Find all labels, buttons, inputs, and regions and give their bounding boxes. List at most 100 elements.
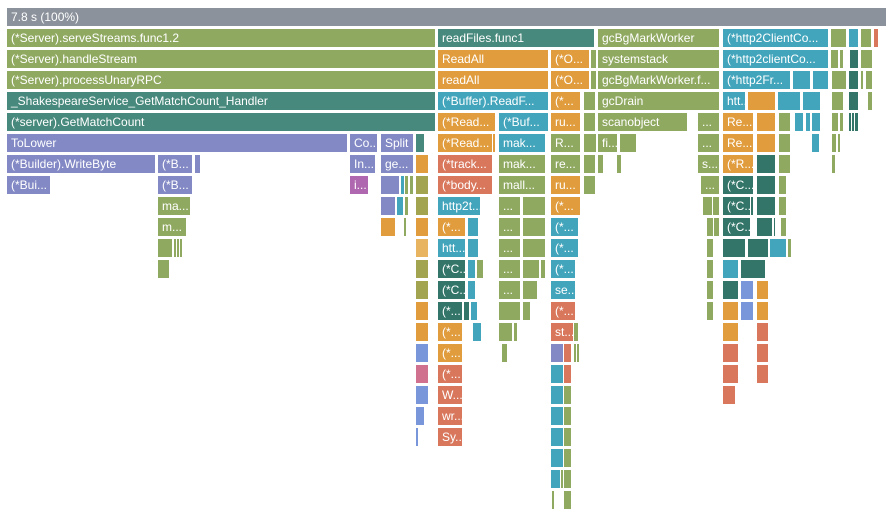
flame-bar[interactable] bbox=[757, 365, 768, 383]
flame-bar[interactable] bbox=[861, 50, 872, 68]
flame-bar[interactable] bbox=[499, 302, 520, 320]
flame-bar[interactable] bbox=[861, 29, 871, 47]
flame-bar[interactable] bbox=[464, 302, 469, 320]
flame-bar[interactable]: R... bbox=[551, 134, 580, 152]
flame-bar[interactable]: http2t... bbox=[438, 197, 480, 215]
flame-bar[interactable]: htt... bbox=[438, 239, 465, 257]
flame-bar[interactable] bbox=[564, 491, 571, 509]
flame-bar[interactable] bbox=[723, 344, 738, 362]
flame-bar[interactable] bbox=[812, 113, 820, 131]
flame-bar[interactable] bbox=[831, 50, 838, 68]
flame-bar[interactable] bbox=[180, 239, 182, 257]
flame-bar[interactable] bbox=[158, 260, 169, 278]
flame-bar[interactable]: W... bbox=[438, 386, 462, 404]
flame-bar[interactable]: wr... bbox=[438, 407, 462, 425]
flame-bar[interactable] bbox=[832, 155, 835, 173]
flame-bar[interactable]: (*... bbox=[551, 197, 580, 215]
flame-bar[interactable] bbox=[852, 113, 854, 131]
flame-bar[interactable] bbox=[577, 344, 579, 362]
flame-bar[interactable] bbox=[416, 428, 418, 446]
flame-bar[interactable]: (*track... bbox=[438, 155, 492, 173]
flame-bar[interactable] bbox=[564, 386, 571, 404]
flame-bar[interactable] bbox=[838, 134, 840, 152]
flame-bar[interactable] bbox=[468, 239, 478, 257]
flame-bar[interactable] bbox=[551, 449, 563, 467]
flame-bar[interactable]: (*B... bbox=[158, 155, 192, 173]
flame-bar[interactable] bbox=[405, 176, 408, 194]
flame-bar[interactable]: s... bbox=[698, 155, 719, 173]
flame-bar[interactable] bbox=[849, 29, 858, 47]
flame-bar[interactable] bbox=[788, 239, 791, 257]
flame-bar[interactable]: i... bbox=[350, 176, 368, 194]
flamegraph-root-bar[interactable]: 7.8 s (100%) bbox=[7, 8, 886, 26]
flame-bar[interactable]: ... bbox=[499, 218, 520, 236]
flame-bar[interactable] bbox=[523, 239, 545, 257]
flame-bar[interactable] bbox=[551, 344, 563, 362]
flame-bar[interactable] bbox=[416, 218, 428, 236]
flame-bar[interactable]: In... bbox=[350, 155, 375, 173]
flame-bar[interactable]: (*... bbox=[551, 302, 575, 320]
flame-bar[interactable] bbox=[779, 134, 790, 152]
flame-bar[interactable] bbox=[707, 302, 713, 320]
flame-bar[interactable]: (*C... bbox=[723, 197, 750, 215]
flame-bar[interactable] bbox=[514, 323, 517, 341]
flame-bar[interactable] bbox=[868, 92, 872, 110]
flame-bar[interactable] bbox=[779, 155, 790, 173]
flame-bar[interactable]: htt... bbox=[723, 92, 745, 110]
flame-bar[interactable]: re... bbox=[551, 155, 580, 173]
flame-bar[interactable] bbox=[381, 197, 395, 215]
flame-bar[interactable] bbox=[473, 323, 481, 341]
flame-bar[interactable]: ma... bbox=[158, 197, 190, 215]
flame-bar[interactable]: (*http2ClientCo... bbox=[723, 29, 828, 47]
flame-bar[interactable] bbox=[502, 344, 507, 362]
flame-bar[interactable] bbox=[416, 281, 428, 299]
flame-bar[interactable]: gcDrain bbox=[598, 92, 719, 110]
flame-bar[interactable] bbox=[551, 407, 563, 425]
flame-bar[interactable]: readAll bbox=[438, 71, 548, 89]
flame-bar[interactable] bbox=[812, 134, 819, 152]
flame-bar[interactable] bbox=[523, 302, 530, 320]
flame-bar[interactable] bbox=[523, 260, 539, 278]
flame-bar[interactable] bbox=[707, 218, 713, 236]
flame-bar[interactable]: ... bbox=[499, 281, 520, 299]
flame-bar[interactable] bbox=[723, 239, 745, 257]
flame-bar[interactable] bbox=[620, 134, 636, 152]
flame-bar[interactable]: (*Server).serveStreams.func1.2 bbox=[7, 29, 435, 47]
flame-bar[interactable] bbox=[849, 113, 851, 131]
flame-bar[interactable]: ReadAll bbox=[438, 50, 548, 68]
flame-bar[interactable]: scanobject bbox=[598, 113, 687, 131]
flame-bar[interactable] bbox=[840, 50, 843, 68]
flame-bar[interactable]: (*http2clientCo... bbox=[723, 50, 828, 68]
flame-bar[interactable] bbox=[832, 92, 843, 110]
flame-bar[interactable] bbox=[741, 260, 765, 278]
flame-bar[interactable] bbox=[564, 365, 571, 383]
flame-bar[interactable] bbox=[468, 281, 475, 299]
flame-bar[interactable]: Re... bbox=[723, 134, 753, 152]
flame-bar[interactable] bbox=[574, 344, 576, 362]
flame-bar[interactable]: Sy... bbox=[438, 428, 462, 446]
flame-bar[interactable] bbox=[617, 155, 621, 173]
flame-bar[interactable]: ge... bbox=[381, 155, 413, 173]
flame-bar[interactable] bbox=[866, 71, 872, 89]
flame-bar[interactable]: Split bbox=[381, 134, 413, 152]
flame-bar[interactable]: readFiles.func1 bbox=[438, 29, 594, 47]
flame-bar[interactable] bbox=[584, 176, 595, 194]
flame-bar[interactable] bbox=[757, 113, 775, 131]
flame-bar[interactable]: (*server).GetMatchCount bbox=[7, 113, 435, 131]
flame-bar[interactable]: (*... bbox=[438, 218, 465, 236]
flame-bar[interactable] bbox=[795, 113, 803, 131]
flame-bar[interactable]: (*... bbox=[438, 344, 462, 362]
flame-bar[interactable] bbox=[855, 113, 858, 131]
flame-bar[interactable] bbox=[523, 197, 545, 215]
flame-bar[interactable] bbox=[707, 239, 713, 257]
flame-bar[interactable] bbox=[723, 260, 738, 278]
flame-bar[interactable] bbox=[397, 197, 403, 215]
flame-bar[interactable]: (*Read... bbox=[438, 113, 495, 131]
flame-bar[interactable] bbox=[584, 113, 595, 131]
flame-bar[interactable] bbox=[757, 155, 775, 173]
flame-bar[interactable] bbox=[381, 218, 395, 236]
flame-bar[interactable]: (*O... bbox=[551, 71, 589, 89]
flame-bar[interactable]: (*Server).processUnaryRPC bbox=[7, 71, 435, 89]
flame-bar[interactable] bbox=[416, 197, 428, 215]
flame-bar[interactable] bbox=[723, 365, 738, 383]
